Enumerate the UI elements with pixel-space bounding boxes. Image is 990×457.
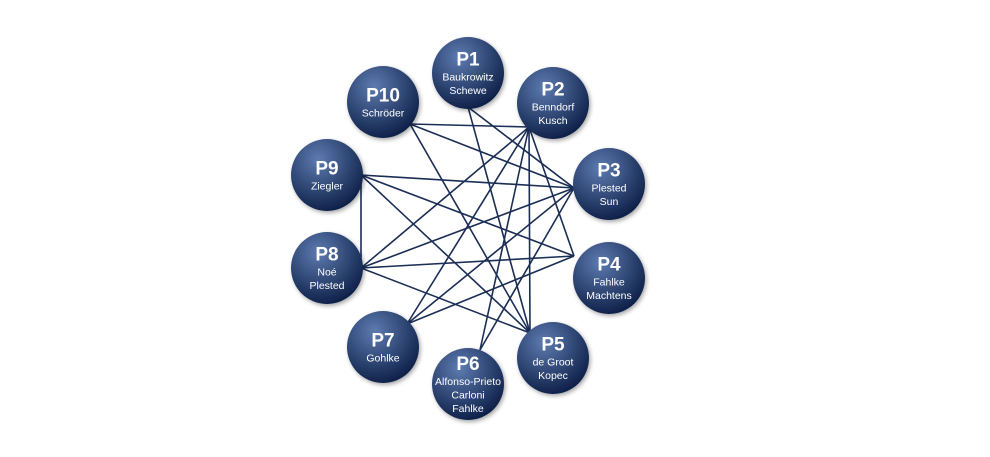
node-circle: [347, 311, 419, 383]
node-circle: [432, 348, 504, 420]
node-circle: [517, 322, 589, 394]
node-member-name: Carloni: [451, 389, 484, 401]
node-member-name: Schröder: [362, 107, 405, 119]
edge-p2-p6: [479, 126, 530, 351]
node-member-name: Fahlke: [593, 277, 625, 289]
node-member-name: Plested: [591, 183, 626, 195]
edge-p4-p9: [360, 174, 575, 257]
edge-p1-p5: [467, 106, 531, 334]
node-circle: [573, 242, 645, 314]
edge-p3-p9: [360, 174, 575, 189]
edge-p2-p8: [360, 126, 530, 269]
node-member-name: Plested: [309, 280, 344, 292]
node-member-name: Ziegler: [311, 180, 344, 192]
node-title: P2: [541, 80, 564, 101]
node-title: P10: [366, 85, 400, 106]
node-member-name: Sun: [600, 196, 619, 208]
edge-p3-p6: [479, 187, 575, 351]
node-title: P1: [456, 50, 480, 71]
edge-p4-p8: [360, 255, 575, 269]
node-circle: [573, 148, 645, 220]
node-title: P9: [315, 158, 338, 179]
node-member-name: de Groot: [533, 357, 574, 369]
edge-p3-p10: [409, 123, 575, 189]
edge-p5-p8: [360, 267, 531, 334]
edge-p3-p7: [406, 187, 575, 325]
node-title: P7: [371, 330, 394, 351]
node-member-name: Alfonso-Prieto: [435, 376, 501, 388]
edge-p3-p8: [360, 187, 575, 269]
edge-p5-p10: [409, 123, 531, 334]
node-title: P6: [456, 354, 479, 375]
node-title: P3: [597, 161, 620, 182]
edge-p2-p10: [409, 123, 530, 128]
node-circle: [291, 139, 363, 211]
edge-p2-p4: [528, 126, 575, 257]
edge-p5-p9: [360, 174, 531, 334]
node-title: P8: [315, 245, 338, 266]
edge-p2-p5: [528, 126, 531, 334]
node-circle: [347, 66, 419, 138]
node-member-name: Gohlke: [366, 352, 399, 364]
node-member-name: Kusch: [538, 115, 567, 127]
node-circle: [517, 67, 589, 139]
edge-p4-p7: [406, 255, 575, 325]
node-member-name: Noé: [317, 267, 336, 279]
node-title: P4: [597, 255, 621, 276]
node-title: P5: [541, 335, 565, 356]
edge-p1-p3: [467, 106, 575, 189]
node-circle: [432, 37, 504, 109]
edges: [360, 106, 575, 351]
node-member-name: Schewe: [449, 85, 487, 97]
node-member-name: Fahlke: [452, 403, 484, 415]
node-member-name: Machtens: [586, 290, 632, 302]
node-member-name: Baukrowitz: [442, 72, 493, 84]
node-member-name: Kopec: [538, 370, 568, 382]
node-member-name: Benndorf: [532, 102, 575, 114]
node-circle: [291, 232, 363, 304]
